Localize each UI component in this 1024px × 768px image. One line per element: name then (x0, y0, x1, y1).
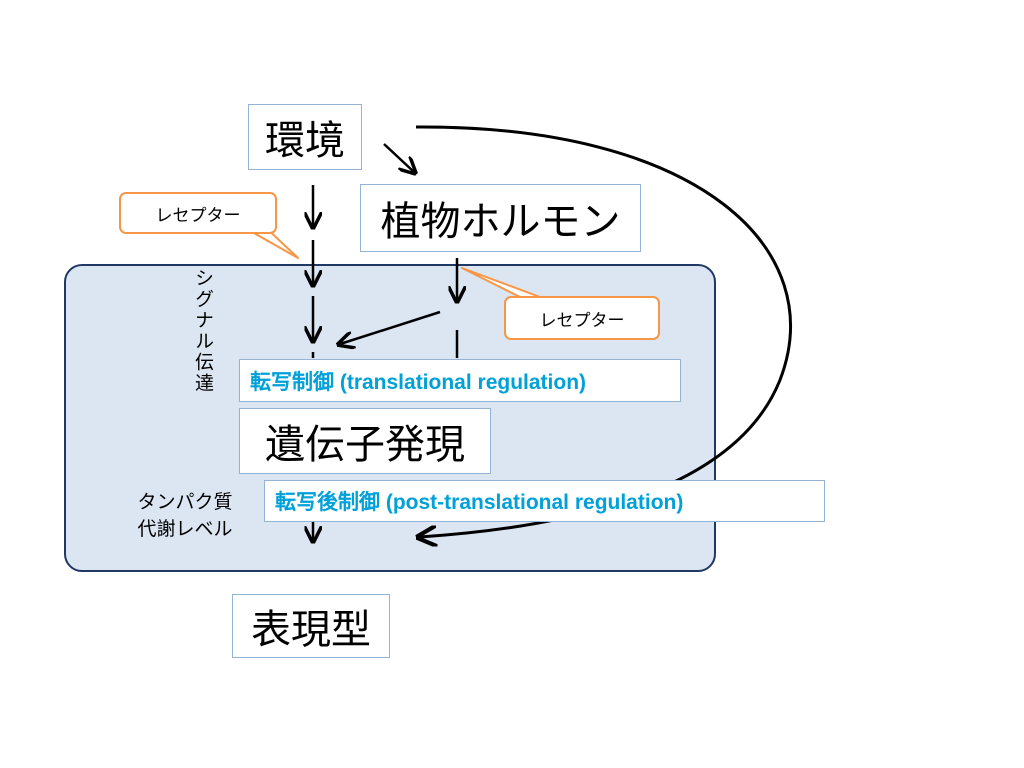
transcription-regulation-label: 転写制御 (translational regulation) (239, 359, 681, 402)
protein-metabolism-line2: 代謝レベル (137, 518, 233, 540)
environment-text: 環境 (265, 118, 345, 164)
environment-node: 環境 (248, 104, 362, 170)
receptor-callout-right: レセプター (504, 296, 660, 340)
receptor-right-text: レセプター (539, 310, 625, 331)
protein-metabolism-line1: タンパク質 (137, 491, 233, 513)
plant-hormone-text: 植物ホルモン (380, 199, 621, 245)
gene-expression-text: 遺伝子発現 (265, 422, 465, 468)
transcription-regulation-text: 転写制御 (translational regulation) (250, 370, 587, 394)
post-transcription-regulation-text: 転写後制御 (post-translational regulation) (275, 491, 684, 514)
phenotype-text: 表現型 (251, 607, 371, 653)
protein-metabolism-label: タンパク質 代謝レベル (118, 489, 252, 543)
receptor-left-text: レセプター (155, 205, 241, 226)
signal-transduction-label: シグナル伝達 (192, 268, 214, 394)
post-transcription-regulation-label: 転写後制御 (post-translational regulation) (264, 480, 825, 522)
env-to-hormone-arrow (383, 143, 414, 172)
plant-hormone-node: 植物ホルモン (360, 184, 641, 252)
gene-expression-node: 遺伝子発現 (239, 408, 491, 474)
phenotype-node: 表現型 (232, 594, 390, 658)
receptor-callout-left: レセプター (119, 192, 277, 234)
